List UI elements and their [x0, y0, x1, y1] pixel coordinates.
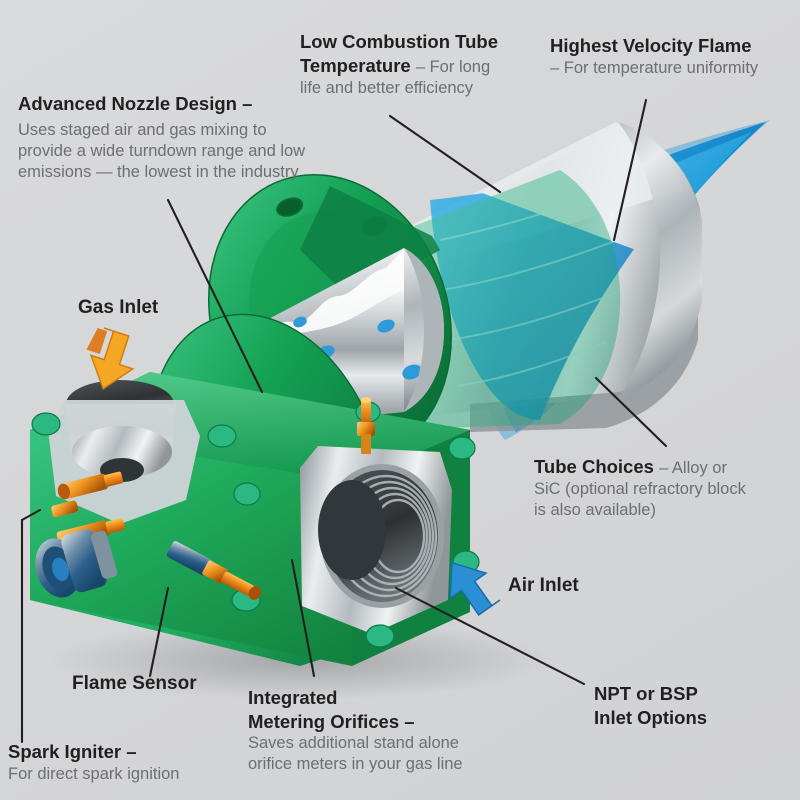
callout-tail-tube-choices: – Alloy or: [659, 459, 727, 477]
leader-spark-igniter-hook: [20, 508, 42, 522]
callout-body-advanced-nozzle-l3: emissions — the lowest in the industry: [18, 162, 299, 181]
callout-body-low-combustion: life and better efficiency: [300, 78, 474, 97]
callout-title-low-combustion-l1: Low Combustion Tube: [300, 31, 498, 52]
callout-title-npt-l1: NPT or BSP: [594, 683, 698, 704]
callout-tail-low-combustion: – For long: [415, 57, 491, 76]
callout-tube-choices: Tube Choices – Alloy or SiC (optional re…: [534, 455, 794, 521]
leader-flame-sensor: [148, 586, 170, 678]
callout-title-highest-velocity: Highest Velocity Flame: [550, 35, 752, 56]
callout-body-metering-l1: Saves additional stand alone: [248, 734, 459, 753]
air-inlet-port: [300, 446, 452, 634]
gas-inlet-arrow: [86, 327, 135, 390]
leader-advanced-nozzle: [166, 198, 264, 394]
callout-integrated-metering-orifices: Integrated Metering Orifices – Saves add…: [248, 686, 518, 776]
leader-metering-orifices: [290, 558, 316, 678]
leader-npt-bsp: [394, 586, 586, 686]
callout-body-tube-choices-l1: SiC (optional refractory block: [534, 480, 746, 499]
callout-gas-inlet: Gas Inlet: [78, 297, 159, 318]
callout-advanced-nozzle-design: Advanced Nozzle Design – Uses staged air…: [18, 92, 368, 183]
callout-body-spark-igniter: For direct spark ignition: [8, 764, 180, 783]
callout-title-tube-choices: Tube Choices: [534, 456, 654, 477]
callout-air-inlet: Air Inlet: [508, 575, 579, 596]
callout-body-tube-choices-l2: is also available): [534, 501, 656, 520]
air-inlet-arrow: [449, 561, 501, 616]
spark-igniter-connector: [35, 528, 118, 598]
callout-title-metering-l2: Metering Orifices –: [248, 710, 415, 732]
callout-body-advanced-nozzle-l1: Uses staged air and gas mixing to: [18, 120, 267, 139]
leader-lines: [20, 98, 668, 744]
leader-tube-choices: [594, 376, 668, 448]
callout-flame-sensor: Flame Sensor: [72, 673, 197, 694]
leader-highest-velocity: [612, 98, 648, 242]
callout-title-low-combustion-l2: Temperature: [300, 54, 411, 76]
callout-title-spark-igniter: Spark Igniter –: [8, 741, 137, 762]
housing-bolts: [31, 401, 480, 648]
callout-body-advanced-nozzle-l2: provide a wide turndown range and low: [18, 141, 306, 160]
callout-npt-or-bsp-inlet-options: NPT or BSP Inlet Options: [594, 682, 794, 729]
callout-title-npt-l2: Inlet Options: [594, 706, 708, 728]
callout-low-combustion-tube-temperature: Low Combustion Tube Temperature – For lo…: [300, 30, 540, 99]
callout-body-metering-l2: orifice meters in your gas line: [248, 755, 463, 774]
leader-low-combustion: [388, 114, 502, 194]
callout-title-advanced-nozzle: Advanced Nozzle Design –: [18, 93, 253, 114]
callout-highest-velocity-flame: Highest Velocity Flame – For temperature…: [550, 34, 800, 79]
callout-spark-igniter: Spark Igniter – For direct spark ignitio…: [8, 740, 248, 785]
callout-title-metering-l1: Integrated: [248, 687, 338, 708]
callout-body-highest-velocity: – For temperature uniformity: [550, 58, 759, 77]
rear-housing: [30, 313, 480, 666]
